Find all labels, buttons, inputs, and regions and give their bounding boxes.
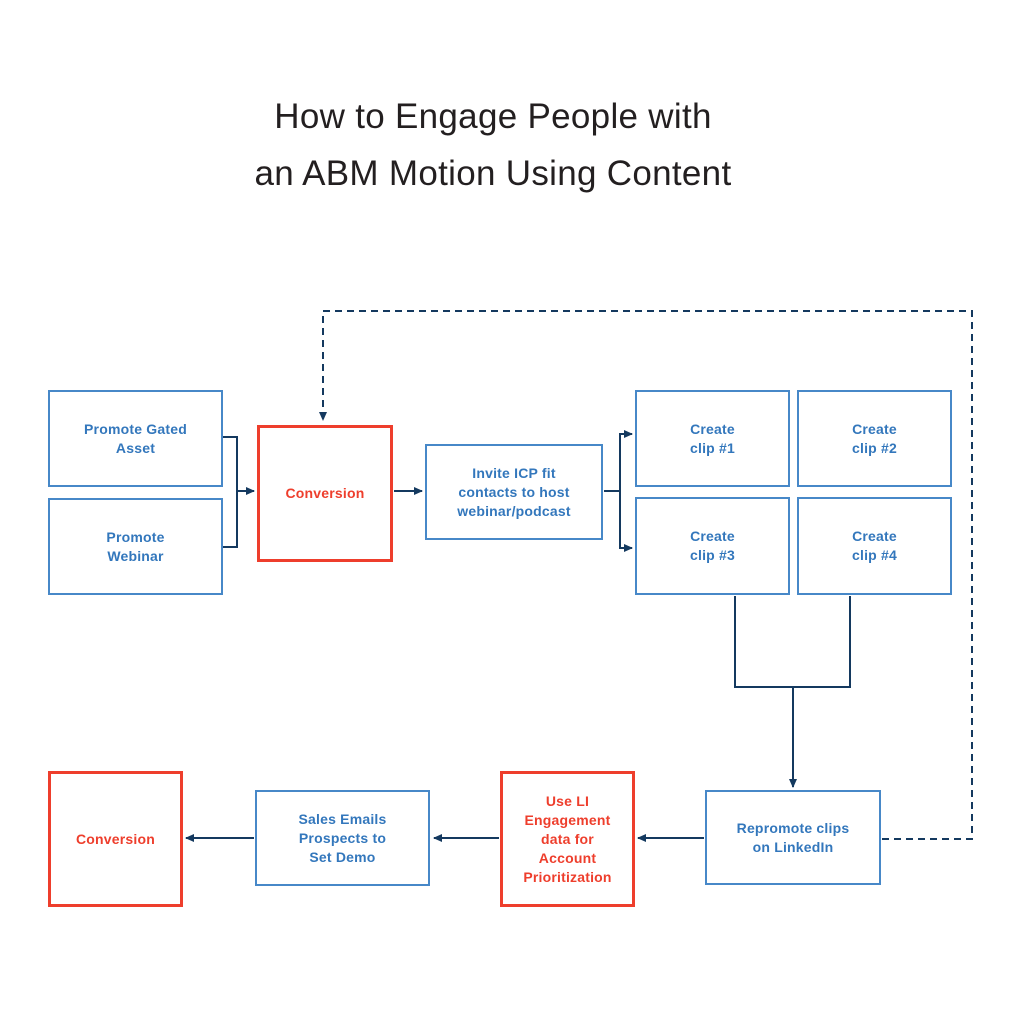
node-conversion-top: Conversion [257,425,393,562]
node-label: Promote Gated Asset [84,420,187,456]
connector-clips-merge [734,596,851,688]
node-label: Use LI Engagement data for Account Prior… [523,792,612,885]
node-label: Invite ICP fit contacts to host webinar/… [457,464,571,519]
node-label: Repromote clips on LinkedIn [736,819,850,855]
node-label: Conversion [285,485,365,501]
node-use-li-engagement: Use LI Engagement data for Account Prior… [500,771,635,907]
node-repromote-clips: Repromote clips on LinkedIn [705,790,881,885]
node-sales-emails: Sales Emails Prospects to Set Demo [255,790,430,886]
node-label: Create clip #4 [852,528,897,563]
node-create-clip-1: Create clip #1 [635,390,790,487]
node-create-clip-4: Create clip #4 [797,497,952,595]
node-label: Conversion [75,830,155,847]
node-label: Sales Emails Prospects to Set Demo [298,810,387,865]
node-label: Promote Webinar [106,528,165,564]
node-label: Create clip #1 [690,420,735,456]
node-label: Create clip #2 [852,420,897,456]
node-label: Create clip #3 [690,528,735,563]
node-create-clip-2: Create clip #2 [797,390,952,487]
connector-promote-bracket [223,436,238,548]
node-invite-icp: Invite ICP fit contacts to host webinar/… [425,444,603,540]
connector-invite-fanout [604,433,621,549]
node-conversion-bottom: Conversion [48,771,183,907]
node-promote-gated-asset: Promote Gated Asset [48,390,223,487]
node-promote-webinar: Promote Webinar [48,498,223,595]
diagram-title: How to Engage People with an ABM Motion … [254,97,732,193]
node-create-clip-3: Create clip #3 [635,497,790,595]
